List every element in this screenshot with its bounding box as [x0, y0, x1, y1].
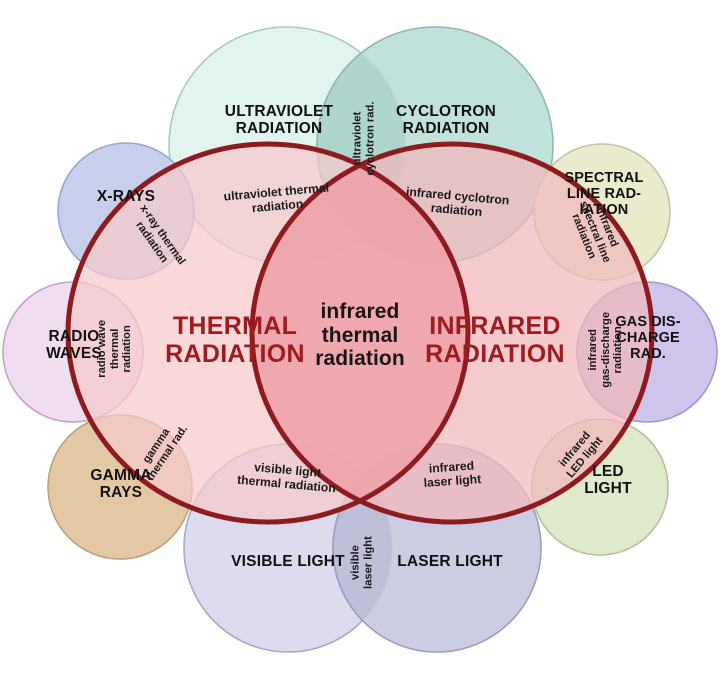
ellipse-thermal-outline — [65, 141, 471, 525]
ellipse-infrared-outline — [249, 141, 655, 525]
main-ellipses — [65, 141, 655, 525]
overlap-infrared-thermal[interactable] — [252, 144, 652, 522]
